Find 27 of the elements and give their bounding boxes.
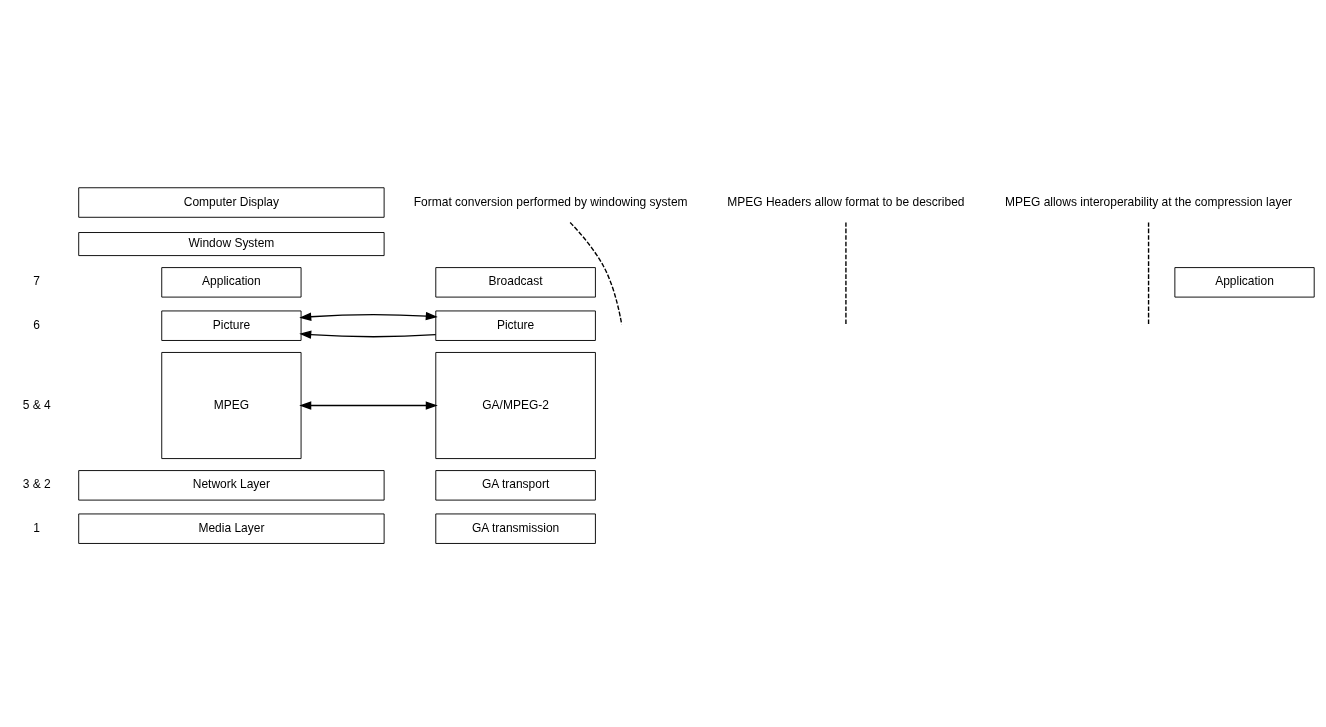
- arrow: [299, 311, 438, 321]
- arrow: [299, 400, 438, 410]
- node-box: GA transmission: [435, 513, 596, 544]
- connector: [845, 221, 847, 325]
- node-box: Application: [161, 266, 302, 298]
- node-box: Computer Display: [78, 186, 385, 218]
- node-box: GA transport: [435, 469, 596, 501]
- label: 6: [33, 317, 41, 332]
- connector: [1147, 221, 1150, 325]
- connector: [569, 221, 623, 325]
- node-box: Broadcast: [435, 266, 596, 298]
- node-box: Network Layer: [78, 469, 385, 501]
- node-text: MPEG allows interoperability at the compression layer: [1005, 194, 1293, 209]
- node-text: MPEG Headers allow format to be described: [727, 194, 965, 209]
- node-box: MPEG: [161, 351, 302, 459]
- label: 7: [33, 273, 41, 288]
- node-box: GA/MPEG-2: [435, 351, 596, 459]
- arrow: [299, 329, 437, 339]
- node-box: Picture: [435, 310, 596, 341]
- node-box: Picture: [161, 310, 302, 341]
- label: 5 & 4: [22, 397, 51, 412]
- node-box: Application: [1174, 266, 1315, 298]
- node-box: Window System: [78, 231, 385, 256]
- node-box: Media Layer: [78, 513, 385, 544]
- node-text: Format conversion performed by windowing system: [413, 194, 688, 209]
- label: 3 & 2: [22, 476, 51, 491]
- label: 1: [33, 520, 41, 535]
